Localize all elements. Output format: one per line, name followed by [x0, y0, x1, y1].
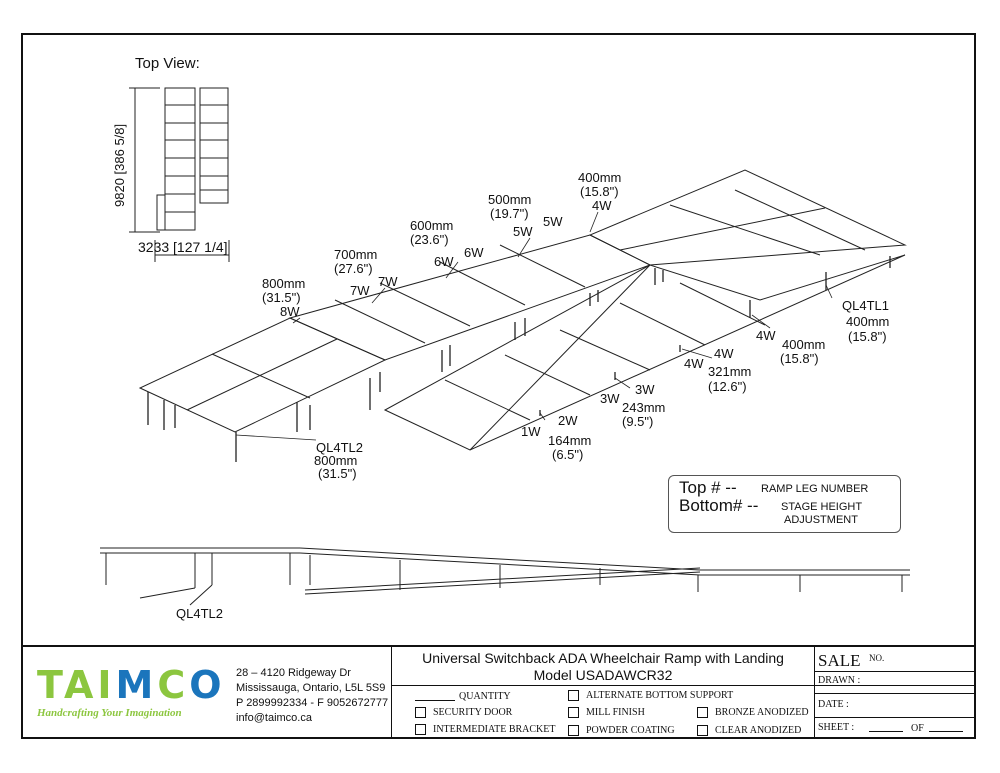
dim-6-5-label: (6.5")	[552, 447, 584, 462]
sheet-total-field[interactable]	[929, 731, 963, 732]
logo-letter: O	[189, 663, 226, 707]
legend-top-label: Top # --	[679, 478, 737, 497]
dim-400mm-label-c: 400mm	[782, 337, 826, 352]
leg-5w-label-a: 5W	[543, 214, 563, 229]
lower-ramp	[383, 254, 906, 451]
leg-2w-label: 2W	[558, 413, 578, 428]
title-block: TAIMCO Handcrafting Your Imagination 28 …	[21, 645, 976, 739]
dim-400mm-label: 400mm	[578, 170, 622, 185]
intermediate-bracket-checkbox[interactable]: INTERMEDIATE BRACKET	[415, 724, 556, 735]
bronze-anodized-label: BRONZE ANODIZED	[715, 707, 809, 718]
dim-600mm-label: 600mm	[410, 218, 454, 233]
side-elevation	[100, 547, 910, 606]
leg-3w-label-b: 3W	[600, 391, 620, 406]
dim-800mm-label-b: 800mm	[314, 453, 358, 468]
logo-letter: I	[97, 663, 116, 707]
dim-243mm-label: 243mm	[622, 400, 666, 415]
dim-15-8-label: (15.8")	[580, 184, 619, 199]
drawn-label: DRAWN :	[818, 675, 861, 686]
logo-letter: A	[63, 663, 98, 707]
powder-coating-checkbox[interactable]: POWDER COATING	[568, 725, 675, 736]
sheet-label: SHEET :	[818, 722, 855, 733]
company-logo: TAIMCO Handcrafting Your Imagination	[37, 665, 226, 719]
top-view-width-dimension: 3233 [127 1/4]	[138, 239, 228, 255]
logo-tagline: Handcrafting Your Imagination	[37, 707, 182, 719]
dim-700mm-label: 700mm	[334, 247, 378, 262]
leaders	[235, 211, 833, 441]
top-view-height-dimension: 9820 [386 5/8]	[112, 123, 127, 207]
drawing-frame	[21, 33, 976, 739]
sale-no-label: NO.	[869, 653, 885, 663]
ql4tl2-label: QL4TL2	[316, 440, 363, 455]
legend-bottom-label: Bottom# --	[679, 496, 759, 515]
leg-4w-label: 4W	[592, 198, 612, 213]
title-line-1: Universal Switchback ADA Wheelchair Ramp…	[422, 650, 784, 666]
dim-19-7-label: (19.7")	[490, 206, 529, 221]
dim-23-6-label: (23.6")	[410, 232, 449, 247]
intermediate-bracket-label: INTERMEDIATE BRACKET	[433, 724, 556, 735]
powder-coating-label: POWDER COATING	[586, 725, 675, 736]
bronze-anodized-checkbox[interactable]: BRONZE ANODIZED	[697, 707, 809, 718]
logo-text: TAIMCO	[37, 665, 226, 705]
dim-400mm-label-b: 400mm	[846, 314, 890, 329]
top-view-title: Top View:	[135, 55, 200, 72]
logo-letter: M	[115, 663, 158, 707]
security-door-label: SECURITY DOOR	[433, 707, 513, 718]
leg-8w-label: 8W	[280, 304, 300, 319]
leg-4w-label-d: 4W	[684, 356, 704, 371]
clear-anodized-checkbox[interactable]: CLEAR ANODIZED	[697, 725, 801, 736]
mill-finish-label: MILL FINISH	[586, 707, 645, 718]
logo-letter: T	[37, 663, 64, 707]
phone-line: P 2899992334 - F 9052672777	[236, 697, 389, 709]
email-line: info@taimco.ca	[236, 712, 312, 724]
mill-finish-checkbox[interactable]: MILL FINISH	[568, 707, 645, 718]
quantity-label: QUANTITY	[459, 691, 511, 702]
dim-164mm-label: 164mm	[548, 433, 592, 448]
legend-box: Top # -- RAMP LEG NUMBER Bottom# -- STAG…	[668, 475, 901, 533]
dim-9-5-label: (9.5")	[622, 414, 654, 429]
logo-letter: C	[157, 663, 190, 707]
alt-bottom-checkbox[interactable]: ALTERNATE BOTTOM SUPPORT	[568, 690, 733, 701]
dim-15-8-label-c: (15.8")	[780, 351, 819, 366]
sheet-number-field[interactable]	[869, 731, 903, 732]
leg-6w-label-a: 6W	[464, 245, 484, 260]
upper-ramp	[138, 169, 907, 433]
leg-3w-label-a: 3W	[635, 382, 655, 397]
date-label: DATE :	[818, 699, 849, 710]
leg-1w-label: 1W	[521, 424, 541, 439]
dim-321mm-label: 321mm	[708, 364, 752, 379]
ql4tl2-side-label: QL4TL2	[176, 606, 223, 621]
dim-12-6-label: (12.6")	[708, 379, 747, 394]
leg-4w-label-c: 4W	[714, 346, 734, 361]
leg-4w-label-b: 4W	[756, 328, 776, 343]
legend-top-desc: RAMP LEG NUMBER	[761, 483, 869, 495]
of-label: OF	[911, 723, 924, 734]
top-view-plan	[129, 87, 230, 262]
dim-800mm-label: 800mm	[262, 276, 306, 291]
title-line-2: Model USADAWCR32	[533, 667, 673, 683]
address-line-2: Mississauga, Ontario, L5L 5S9	[236, 682, 386, 694]
security-door-checkbox[interactable]: SECURITY DOOR	[415, 707, 512, 718]
sale-label: SALE	[818, 651, 861, 670]
address-line-1: 28 – 4120 Ridgeway Dr	[236, 667, 351, 679]
ql4tl1-label: QL4TL1	[842, 298, 889, 313]
leg-5w-label-b: 5W	[513, 224, 533, 239]
quantity-field[interactable]: QUANTITY	[415, 691, 511, 702]
dim-27-6-label: (27.6")	[334, 261, 373, 276]
drawing-title: Universal Switchback ADA Wheelchair Ramp…	[393, 650, 813, 684]
legend-bottom-desc-1: STAGE HEIGHT	[781, 501, 863, 513]
alt-bottom-label: ALTERNATE BOTTOM SUPPORT	[586, 690, 734, 701]
dim-31-5-label-b: (31.5")	[318, 466, 357, 481]
support-legs	[147, 256, 891, 462]
leg-6w-label-b: 6W	[434, 254, 454, 269]
dim-500mm-label: 500mm	[488, 192, 532, 207]
dim-31-5-label: (31.5")	[262, 290, 301, 305]
leg-7w-label-b: 7W	[350, 283, 370, 298]
dim-15-8-label-b: (15.8")	[848, 329, 887, 344]
legend-bottom-desc-2: ADJUSTMENT	[784, 514, 858, 526]
clear-anodized-label: CLEAR ANODIZED	[715, 725, 802, 736]
leg-7w-label-a: 7W	[378, 274, 398, 289]
